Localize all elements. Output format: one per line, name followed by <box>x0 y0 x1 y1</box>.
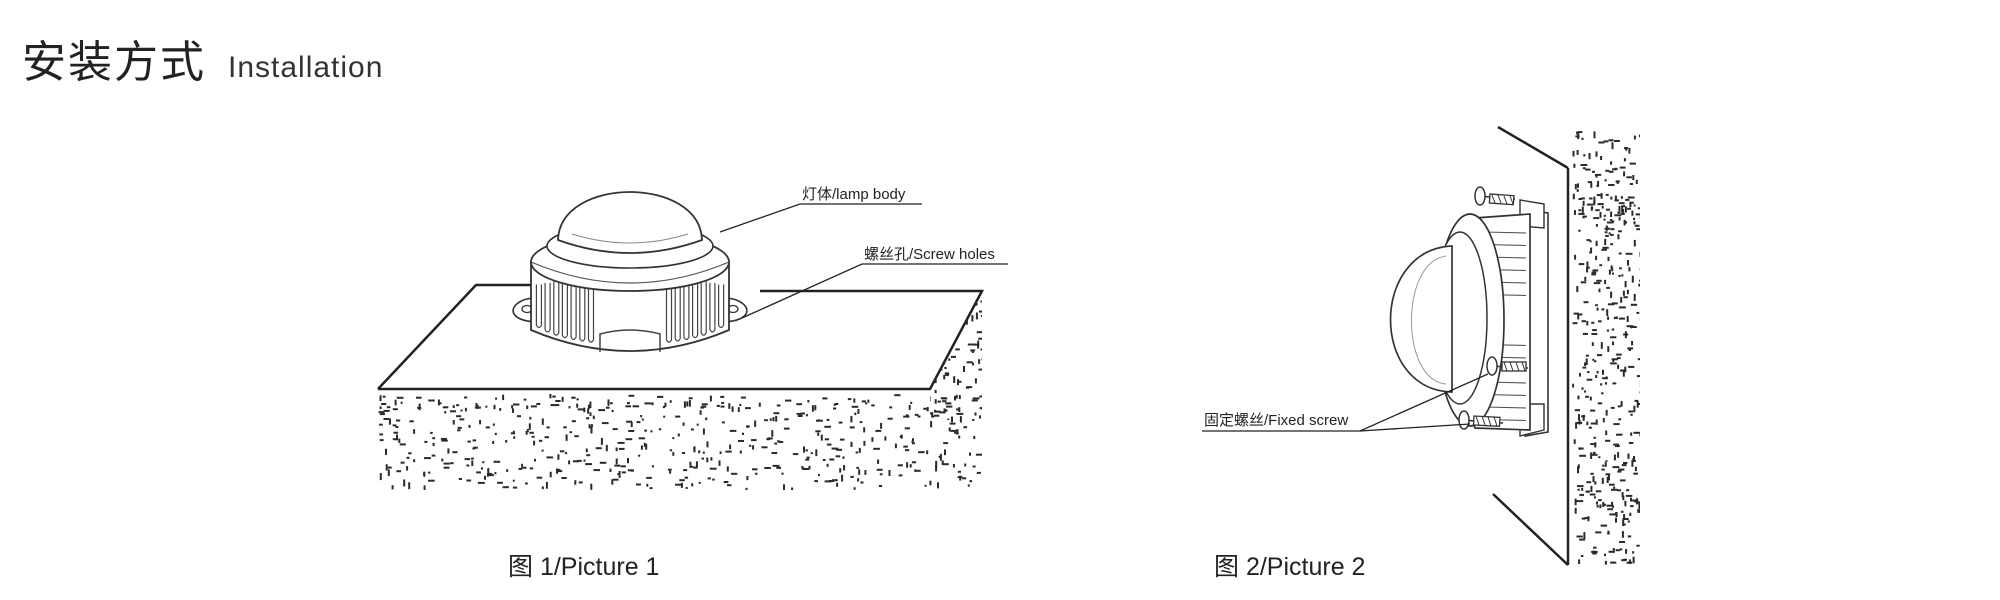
wall <box>1492 125 1640 566</box>
dome-lens-side <box>1389 245 1453 393</box>
ground-side-speckle-texture <box>930 294 982 420</box>
figure-2-caption: 图 2/Picture 2 <box>1214 553 1365 581</box>
fixing-screw-middle <box>1486 356 1529 376</box>
dome-lens <box>557 191 703 254</box>
figure-1: 灯体/lamp body 螺丝孔/Screw holes 图 1/Picture… <box>377 186 1008 581</box>
page-title-cn: 安装方式 <box>22 37 206 88</box>
figure-1-caption: 图 1/Picture 1 <box>508 553 659 581</box>
lamp-fixture <box>512 191 748 352</box>
ground-speckle-texture <box>378 394 982 490</box>
cooling-fins <box>535 277 725 343</box>
page-header: 安装方式 Installation <box>22 26 383 90</box>
figure-2: 固定螺丝/Fixed screw 图 2/Picture 2 <box>1202 125 1640 581</box>
lamp-fixture-side <box>1389 199 1549 437</box>
callout-leader-lamp-body <box>719 203 922 233</box>
page-title-en: Installation <box>228 51 384 84</box>
callout-lamp-body: 灯体/lamp body <box>802 186 906 203</box>
callout-screw-holes: 螺丝孔/Screw holes <box>864 246 995 263</box>
callout-fixed-screw: 固定螺丝/Fixed screw <box>1204 412 1348 429</box>
callout-leader-screw-holes <box>741 263 1008 319</box>
fixing-screw-top <box>1474 186 1516 206</box>
wall-speckle-texture <box>1572 131 1640 565</box>
